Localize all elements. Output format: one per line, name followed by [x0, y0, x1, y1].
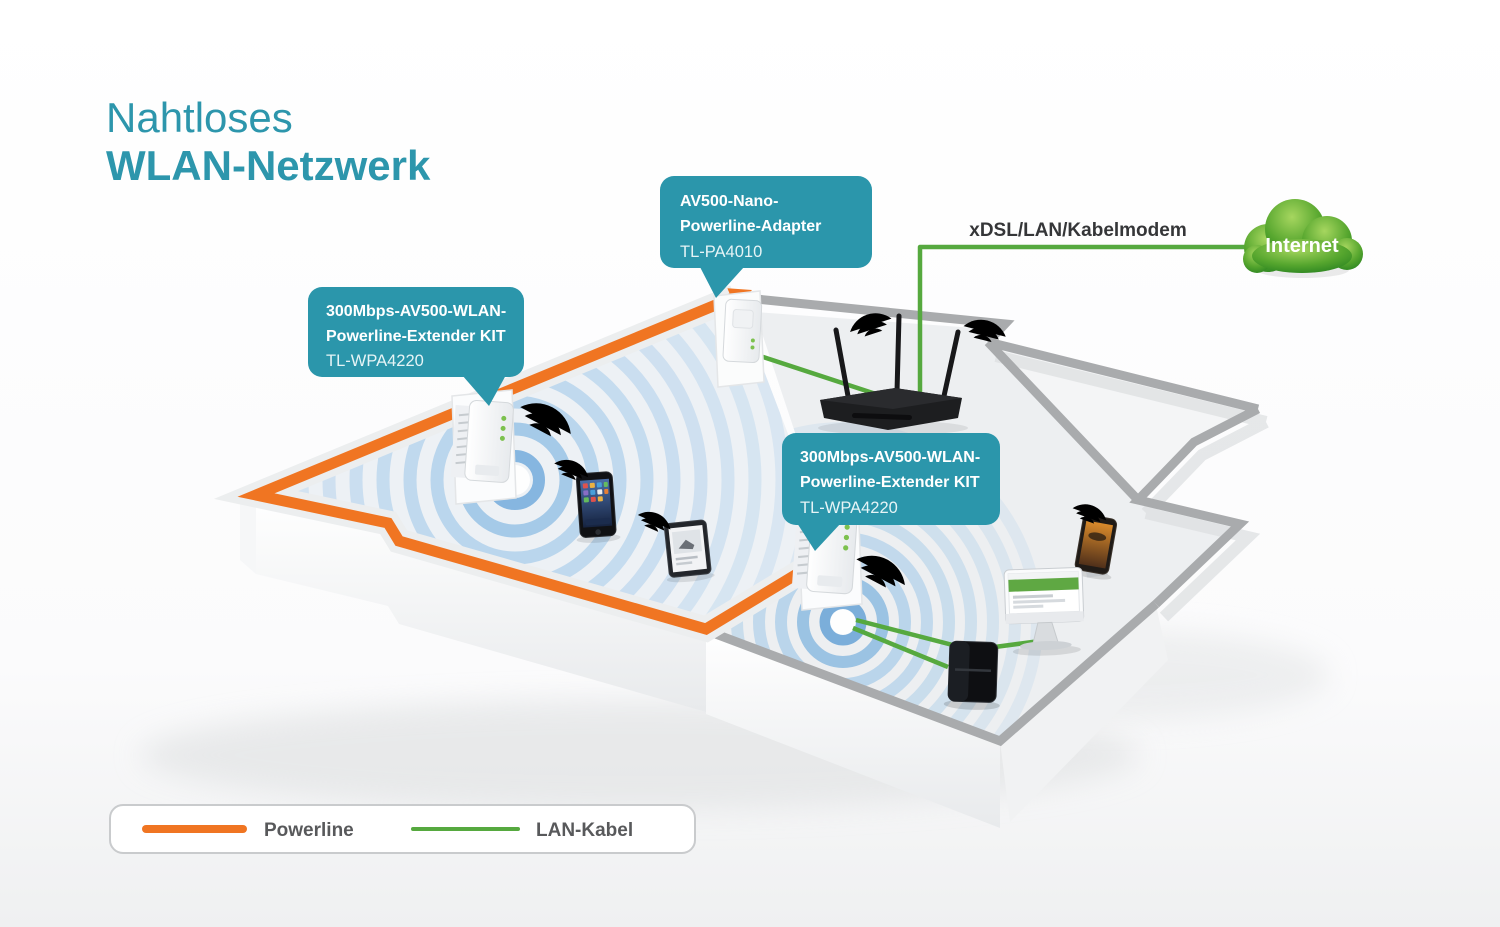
lan-cable-extender-console [852, 625, 949, 670]
callout-tail [462, 375, 506, 406]
callout-nano-adapter: AV500-Nano- Powerline-Adapter TL-PA4010 [660, 176, 872, 298]
internet-cloud: Internet [1243, 199, 1363, 278]
legend-lan-label: LAN-Kabel [536, 820, 633, 841]
callout-model: TL-PA4010 [680, 243, 762, 261]
nano-powerline-adapter-device [713, 290, 765, 388]
router-antenna [941, 329, 961, 399]
side-wall-right-face [1000, 605, 1168, 822]
lan-cable-internet [917, 244, 1250, 392]
callout-extender-kit-left: 300Mbps-AV500-WLAN- Powerline-Extender K… [308, 287, 524, 406]
wlan-extender-device-left [450, 389, 517, 505]
tablet-device [663, 519, 715, 583]
callout-box [660, 176, 872, 268]
legend-powerline-label: Powerline [264, 820, 354, 841]
powerline-cable [237, 291, 833, 635]
callout-tail [700, 267, 744, 298]
legend: Powerline LAN-Kabel [109, 804, 696, 854]
internet-label: Internet [1265, 235, 1339, 257]
smartphone-device-right [1071, 514, 1118, 580]
callout-box [782, 433, 1000, 525]
room-partition [984, 338, 1142, 504]
page-title-line1: Nahtloses [106, 94, 293, 141]
callout-title-line2: Powerline-Extender KIT [326, 328, 506, 345]
page-title-line2: WLAN-Netzwerk [106, 142, 431, 189]
callout-title-line1: 300Mbps-AV500-WLAN- [800, 449, 980, 466]
front-wall-right-face [706, 630, 1000, 828]
legend-box [109, 804, 696, 854]
callout-title-line2: Powerline-Adapter [680, 218, 821, 235]
callout-tail [797, 523, 841, 551]
interior-walls [703, 292, 1269, 747]
desktop-computer-device [1003, 566, 1085, 656]
callout-model: TL-WPA4220 [326, 352, 424, 370]
callout-title-line2: Powerline-Extender KIT [800, 474, 980, 491]
callout-title-line1: 300Mbps-AV500-WLAN- [326, 303, 506, 320]
wifi-router-device [818, 313, 968, 435]
callout-box [308, 287, 524, 377]
xdsl-label: xDSL/LAN/Kabelmodem [969, 220, 1186, 241]
smartphone-device-left [575, 471, 621, 543]
callout-title-line1: AV500-Nano- [680, 193, 778, 210]
top-right-room-floor [992, 348, 1252, 496]
front-wall-left-face [256, 496, 706, 712]
page-title: Nahtloses WLAN-Netzwerk [106, 94, 431, 189]
lan-cable-adapter-router [756, 352, 889, 401]
router-antenna [894, 313, 902, 395]
router-antenna [833, 327, 851, 399]
right-wall-upper [986, 337, 1260, 414]
side-wall-left-face [240, 492, 256, 574]
callout-extender-kit-right: 300Mbps-AV500-WLAN- Powerline-Extender K… [782, 433, 1000, 551]
game-console-device [943, 640, 1000, 710]
callout-model: TL-WPA4220 [800, 499, 898, 517]
front-wall-edge [703, 600, 1159, 747]
